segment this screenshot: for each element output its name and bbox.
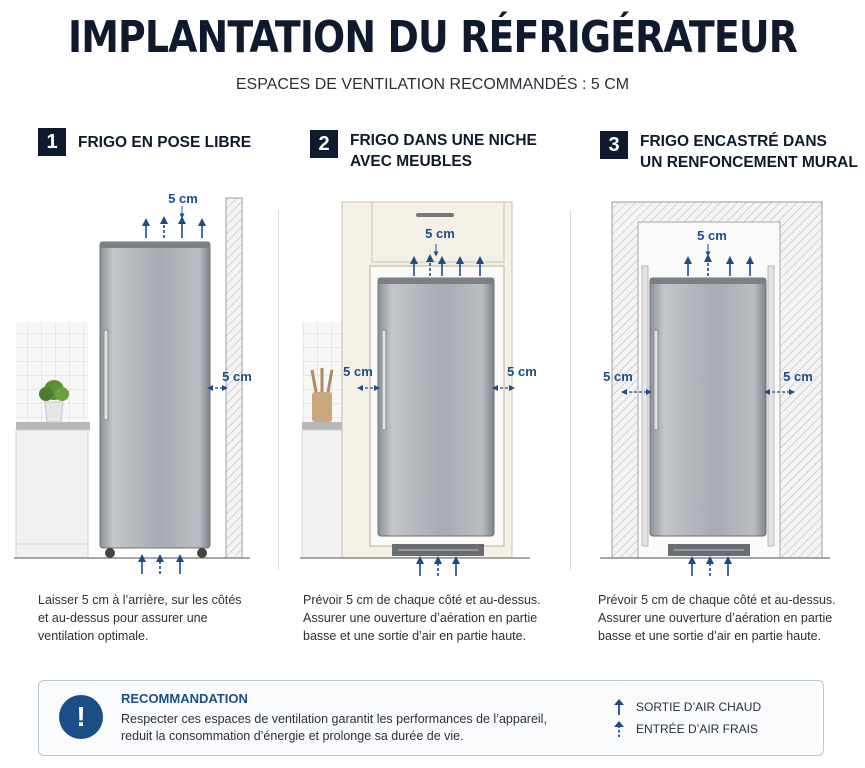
hot-air-outlet-arrows [142,206,206,238]
legend-item-hot-air: SORTIE D’AIR CHAUD [612,698,761,716]
page-title: IMPLANTATION DU RÉFRIGÉRATEUR [67,12,798,63]
gap-label-top: 5 cm [425,226,455,241]
gap-label-top: 5 cm [168,191,198,206]
gap-label-right: 5 cm [783,369,813,384]
section-2-title-line: AVEC MEUBLES [350,153,473,170]
recommendation-text-line: Respecter ces espaces de ventilation gar… [121,712,547,726]
exclamation-icon: ! [59,695,103,739]
hot-air-outlet-arrows [684,244,754,276]
gap-label-left: 5 cm [603,369,633,384]
legend-label: ENTRÉE D’AIR FRAIS [636,722,759,736]
legend-label: SORTIE D’AIR CHAUD [636,700,762,714]
fridge-handle [381,329,387,431]
recommendation-text: Respecter ces espaces de ventilation gar… [121,711,591,745]
section-2-title: FRIGO DANS UNE NICHE AVEC MEUBLES [350,130,537,172]
section-2-description: Prévoir 5 cm de chaque côté et au-dessus… [303,591,541,645]
gap-label-left: 5 cm [343,364,373,379]
description-line: basse et une sortie d’air en partie haut… [303,629,527,643]
utensil-jar [310,368,334,422]
fridge-body [377,277,495,537]
gap-label-right: 5 cm [222,369,252,384]
side-panel-left [641,265,649,547]
section-2-illustration: 5 cm 5 cm 5 cm [300,201,537,576]
fresh-air-intake-arrows [688,556,732,576]
section-3-illustration: 5 cm 5 cm 5 cm [600,201,830,576]
section-1-illustration: 5 cm 5 cm [14,191,252,574]
section-2-header: 2 FRIGO DANS UNE NICHE AVEC MEUBLES [310,130,537,172]
section-3-number: 3 [600,131,628,159]
lower-cabinet [15,429,89,559]
section-3-title: FRIGO ENCASTRÉ DANS UN RENFONCEMENT MURA… [640,131,858,173]
section-1-description: Laisser 5 cm à l’arrière, sur les côtés … [38,591,242,645]
recommendation-box: ! RECOMMANDATION Respecter ces espaces d… [38,680,824,756]
side-panel-right [767,265,775,547]
dotted-arrow-icon [614,721,624,737]
gap-label-top: 5 cm [697,228,727,243]
divider [570,210,571,570]
description-line: Assurer une ouverture d’aération en part… [598,611,833,625]
section-3-title-line: FRIGO ENCASTRÉ DANS [640,133,827,150]
page-subtitle: ESPACES DE VENTILATION RECOMMANDÉS : 5 C… [235,76,630,93]
counter-top [16,422,90,430]
solid-arrow-icon [614,699,624,715]
section-2-number: 2 [310,130,338,158]
section-1-header: 1 FRIGO EN POSE LIBRE [38,128,251,156]
section-1-title-line: FRIGO EN POSE LIBRE [78,134,252,151]
hot-air-outlet-arrows [410,244,484,276]
divider [278,210,279,570]
description-line: Prévoir 5 cm de chaque côté et au-dessus… [303,593,541,607]
fridge-body [649,277,767,537]
section-3-title-line: UN RENFONCEMENT MURAL [640,154,858,171]
description-line: Prévoir 5 cm de chaque côté et au-dessus… [598,593,836,607]
legend-item-fresh-air: ENTRÉE D’AIR FRAIS [612,720,758,738]
fridge-handle [653,329,659,431]
fresh-air-intake-arrows [138,554,184,574]
description-line: et au-dessus pour assurer une [38,611,208,625]
top-cabinet-handle [416,213,454,217]
fresh-air-intake-arrows [416,556,460,576]
description-line: Assurer une ouverture d’aération en part… [303,611,538,625]
section-3-header: 3 FRIGO ENCASTRÉ DANS UN RENFONCEMENT MU… [600,131,858,173]
description-line: basse et une sortie d’air en partie haut… [598,629,822,643]
section-1-number: 1 [38,128,66,156]
section-2-title-line: FRIGO DANS UNE NICHE [350,132,537,149]
description-line: ventilation optimale. [38,629,149,643]
lower-cabinet [301,429,343,559]
gap-label-right: 5 cm [507,364,537,379]
section-1-title: FRIGO EN POSE LIBRE [78,128,251,153]
fridge-handle [103,329,109,421]
recommendation-text-line: reduit la consommation d’énergie et prol… [121,729,464,743]
recommendation-title: RECOMMANDATION [121,691,248,706]
counter-top [302,422,344,430]
plant-pot [39,380,69,423]
fridge-body [99,241,211,549]
description-line: Laisser 5 cm à l’arrière, sur les côtés [38,593,242,607]
section-3-description: Prévoir 5 cm de chaque côté et au-dessus… [598,591,836,645]
